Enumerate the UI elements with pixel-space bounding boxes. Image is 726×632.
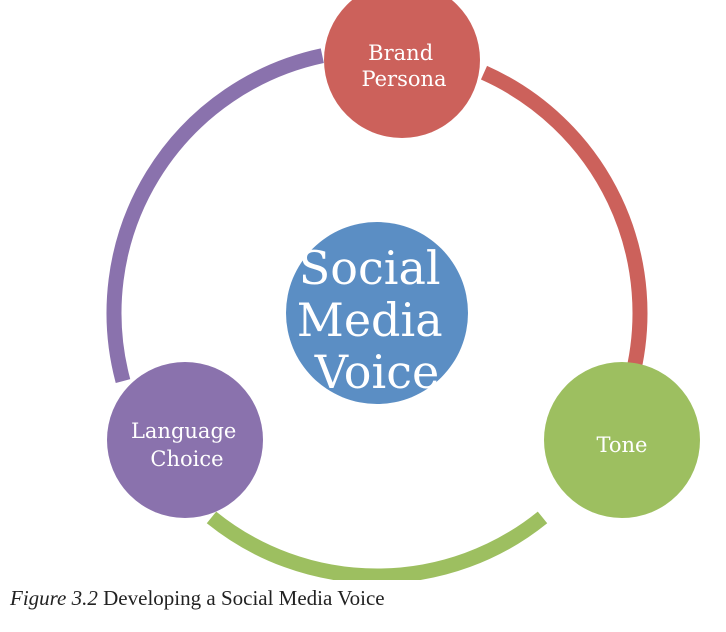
center-label-line-2: Media [297, 293, 443, 347]
brand-persona-line-2: Persona [361, 67, 446, 91]
arc-language-choice-to-brand-persona [106, 48, 324, 384]
center-label: Social Media Voice [297, 241, 458, 399]
node-label-brand-persona: Brand Persona [361, 41, 446, 91]
tone-line-1: Tone [597, 433, 648, 457]
node-label-tone: Tone [597, 433, 648, 457]
node-tone: Tone [544, 362, 700, 518]
figure-caption: Figure 3.2 Developing a Social Media Voi… [10, 586, 385, 611]
figure-number: Figure 3.2 [10, 586, 98, 610]
node-circle-brand-persona [324, 0, 480, 138]
language-choice-line-1: Language [131, 419, 236, 443]
center-circle [286, 222, 468, 404]
center-node: Social Media Voice [286, 222, 468, 404]
connector-arcs [106, 48, 648, 580]
center-label-line-1: Social [299, 241, 441, 295]
figure-title: Developing a Social Media Voice [103, 586, 385, 610]
center-label-line-3: Voice [314, 345, 439, 399]
arc-brand-persona-to-tone [480, 65, 648, 384]
brand-persona-line-1: Brand [368, 41, 433, 65]
node-label-language-choice: Language Choice [131, 419, 243, 471]
node-circle-tone [544, 362, 700, 518]
node-brand-persona: Brand Persona [324, 0, 480, 138]
arc-tone-to-language-choice [206, 511, 548, 580]
node-circle-language-choice [107, 362, 263, 518]
language-choice-line-2: Choice [150, 447, 223, 471]
node-language-choice: Language Choice [107, 362, 263, 518]
cycle-diagram: Social Media Voice Brand Persona Tone La… [106, 0, 700, 580]
